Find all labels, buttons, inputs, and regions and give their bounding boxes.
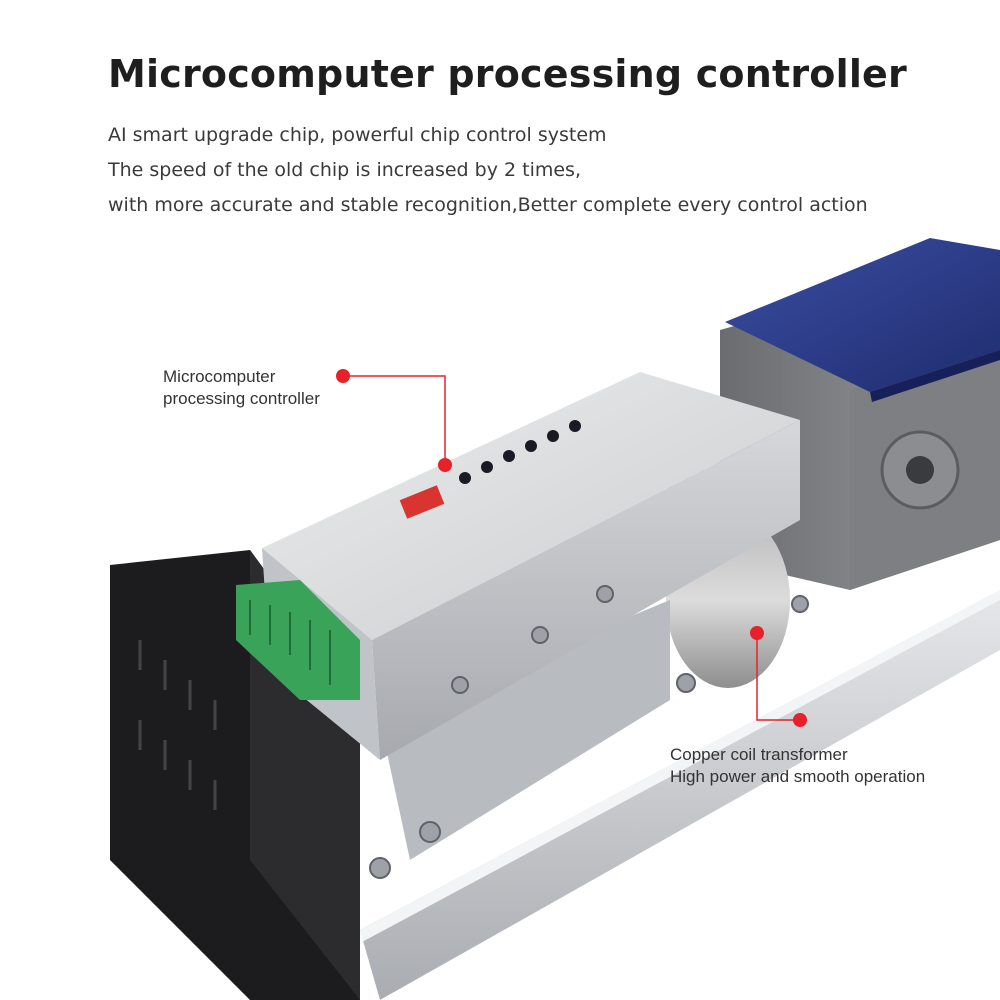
controller-side	[372, 420, 800, 760]
page-title: Microcomputer processing controller	[108, 52, 907, 96]
callout-line-controller	[343, 375, 446, 465]
screws	[369, 585, 809, 879]
callout-transformer-line2: High power and smooth operation	[670, 767, 926, 786]
controller-bracket	[380, 600, 670, 860]
description-line-1: AI smart upgrade chip, powerful chip con…	[108, 124, 607, 146]
description-line-2: The speed of the old chip is increased b…	[108, 159, 581, 181]
callout-line-transformer	[756, 633, 800, 721]
vent-slots	[138, 640, 217, 810]
description-line-3: with more accurate and stable recognitio…	[108, 194, 868, 216]
callout-controller-line1: Microcomputer	[163, 367, 276, 386]
callout-controller-line2: processing controller	[163, 389, 320, 408]
controller-top	[262, 372, 800, 640]
status-leds	[459, 420, 581, 484]
callout-transformer: Copper coil transformer High power and s…	[670, 744, 925, 788]
aluminum-rail	[360, 590, 1000, 1000]
callout-marker-controller	[336, 369, 350, 383]
rail-edge	[360, 590, 1000, 942]
callout-transformer-line1: Copper coil transformer	[670, 745, 848, 764]
dip-switch	[399, 485, 445, 519]
callout-controller: Microcomputer processing controller	[163, 366, 320, 410]
callout-marker-transformer	[750, 626, 764, 640]
motor-cover	[725, 238, 1000, 392]
